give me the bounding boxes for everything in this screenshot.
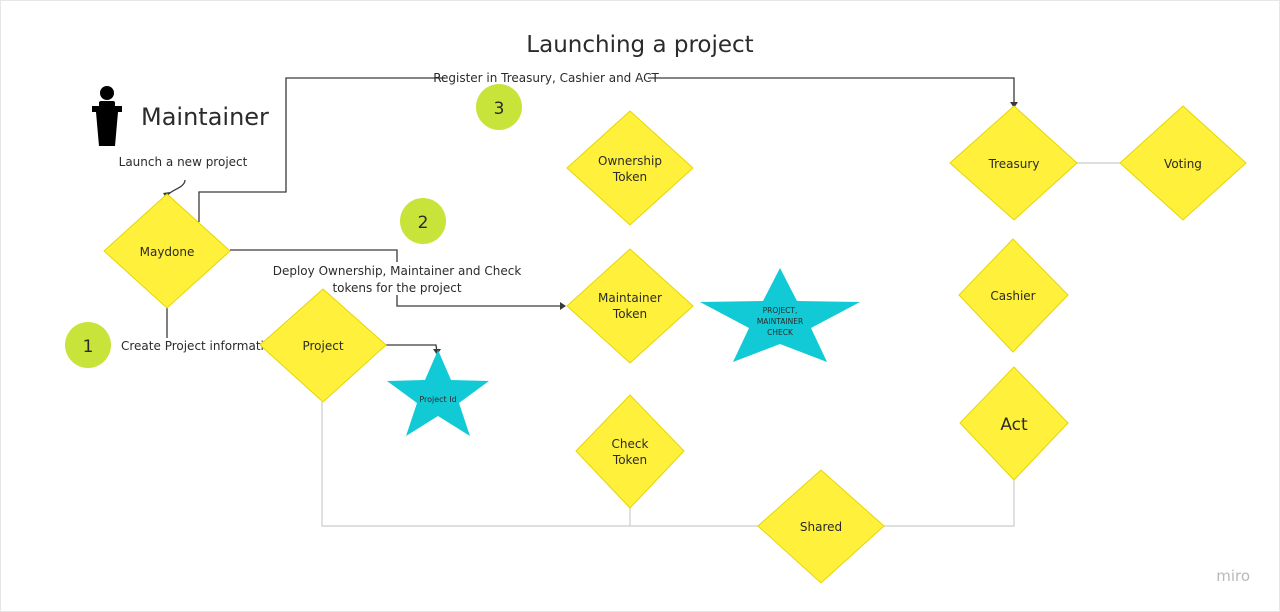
register-label: Register in Treasury, Cashier and ACT	[433, 71, 659, 85]
step-circle-1: 1	[65, 322, 111, 368]
node-label: Voting	[1164, 157, 1202, 171]
node-label-line2: Token	[612, 170, 647, 184]
star-label-line3: CHECK	[767, 328, 794, 337]
node-label: Project	[302, 339, 343, 353]
star-label-line2: MAINTAINER	[757, 317, 803, 326]
connector-project-to-shared	[321, 402, 759, 527]
deploy-label-line2: tokens for the project	[332, 281, 461, 295]
node-label: Maydone	[140, 245, 195, 259]
connector-maydone-to-maintainer-token	[230, 249, 564, 307]
miro-watermark: miro	[1216, 567, 1250, 585]
node-label: Shared	[800, 520, 842, 534]
diamond-ownership-token[interactable]: Ownership Token	[566, 110, 694, 226]
node-label-line2: Token	[612, 453, 647, 467]
actor-label: Maintainer	[141, 103, 269, 131]
arrowhead-maintainer-token	[560, 302, 566, 310]
launch-label: Launch a new project	[119, 155, 248, 169]
deploy-label-line1: Deploy Ownership, Maintainer and Check	[273, 264, 522, 278]
connector-shared-to-act	[884, 480, 1015, 527]
node-label: Treasury	[988, 157, 1040, 171]
step-number: 3	[494, 99, 505, 119]
arrowhead-treasury	[1010, 102, 1018, 108]
diamond-maintainer-token[interactable]: Maintainer Token	[566, 248, 694, 364]
step-number: 1	[83, 337, 94, 357]
diamond-check-token[interactable]: Check Token	[575, 394, 685, 509]
step-circle-2: 2	[400, 198, 446, 244]
diamond-treasury[interactable]: Treasury	[949, 105, 1078, 221]
step-circle-3: 3	[476, 84, 522, 130]
page-title: Launching a project	[526, 32, 753, 58]
connector-project-to-star	[386, 344, 438, 353]
node-label-line1: Maintainer	[598, 291, 662, 305]
step-number: 2	[418, 213, 429, 233]
node-label: Act	[1000, 415, 1028, 435]
connector-launch-to-maydone	[166, 179, 186, 197]
diamond-project[interactable]: Project	[259, 288, 387, 403]
light-connectors	[321, 162, 1120, 527]
node-label-line1: Check	[612, 437, 649, 451]
star-label: Project Id	[419, 395, 456, 404]
node-label: Cashier	[990, 289, 1035, 303]
create-info-label: Create Project information	[121, 339, 279, 353]
node-label-line1: Ownership	[598, 154, 662, 168]
diamond-cashier[interactable]: Cashier	[958, 238, 1069, 353]
star-project-maintainer-check[interactable]: PROJECT, MAINTAINER CHECK	[700, 268, 860, 362]
star-label-line1: PROJECT,	[763, 306, 798, 315]
connector-maydone-to-treasury	[198, 77, 1015, 222]
diamond-voting[interactable]: Voting	[1119, 105, 1247, 221]
node-label-line2: Token	[612, 307, 647, 321]
dark-connectors	[166, 77, 1015, 353]
diamond-shared[interactable]: Shared	[757, 469, 885, 584]
speaker-podium-icon	[92, 86, 122, 146]
arrowhead-star	[433, 349, 441, 355]
diamond-act[interactable]: Act	[959, 366, 1069, 481]
star-project-id[interactable]: Project Id	[387, 350, 489, 436]
diamond-maydone[interactable]: Maydone	[103, 193, 231, 309]
